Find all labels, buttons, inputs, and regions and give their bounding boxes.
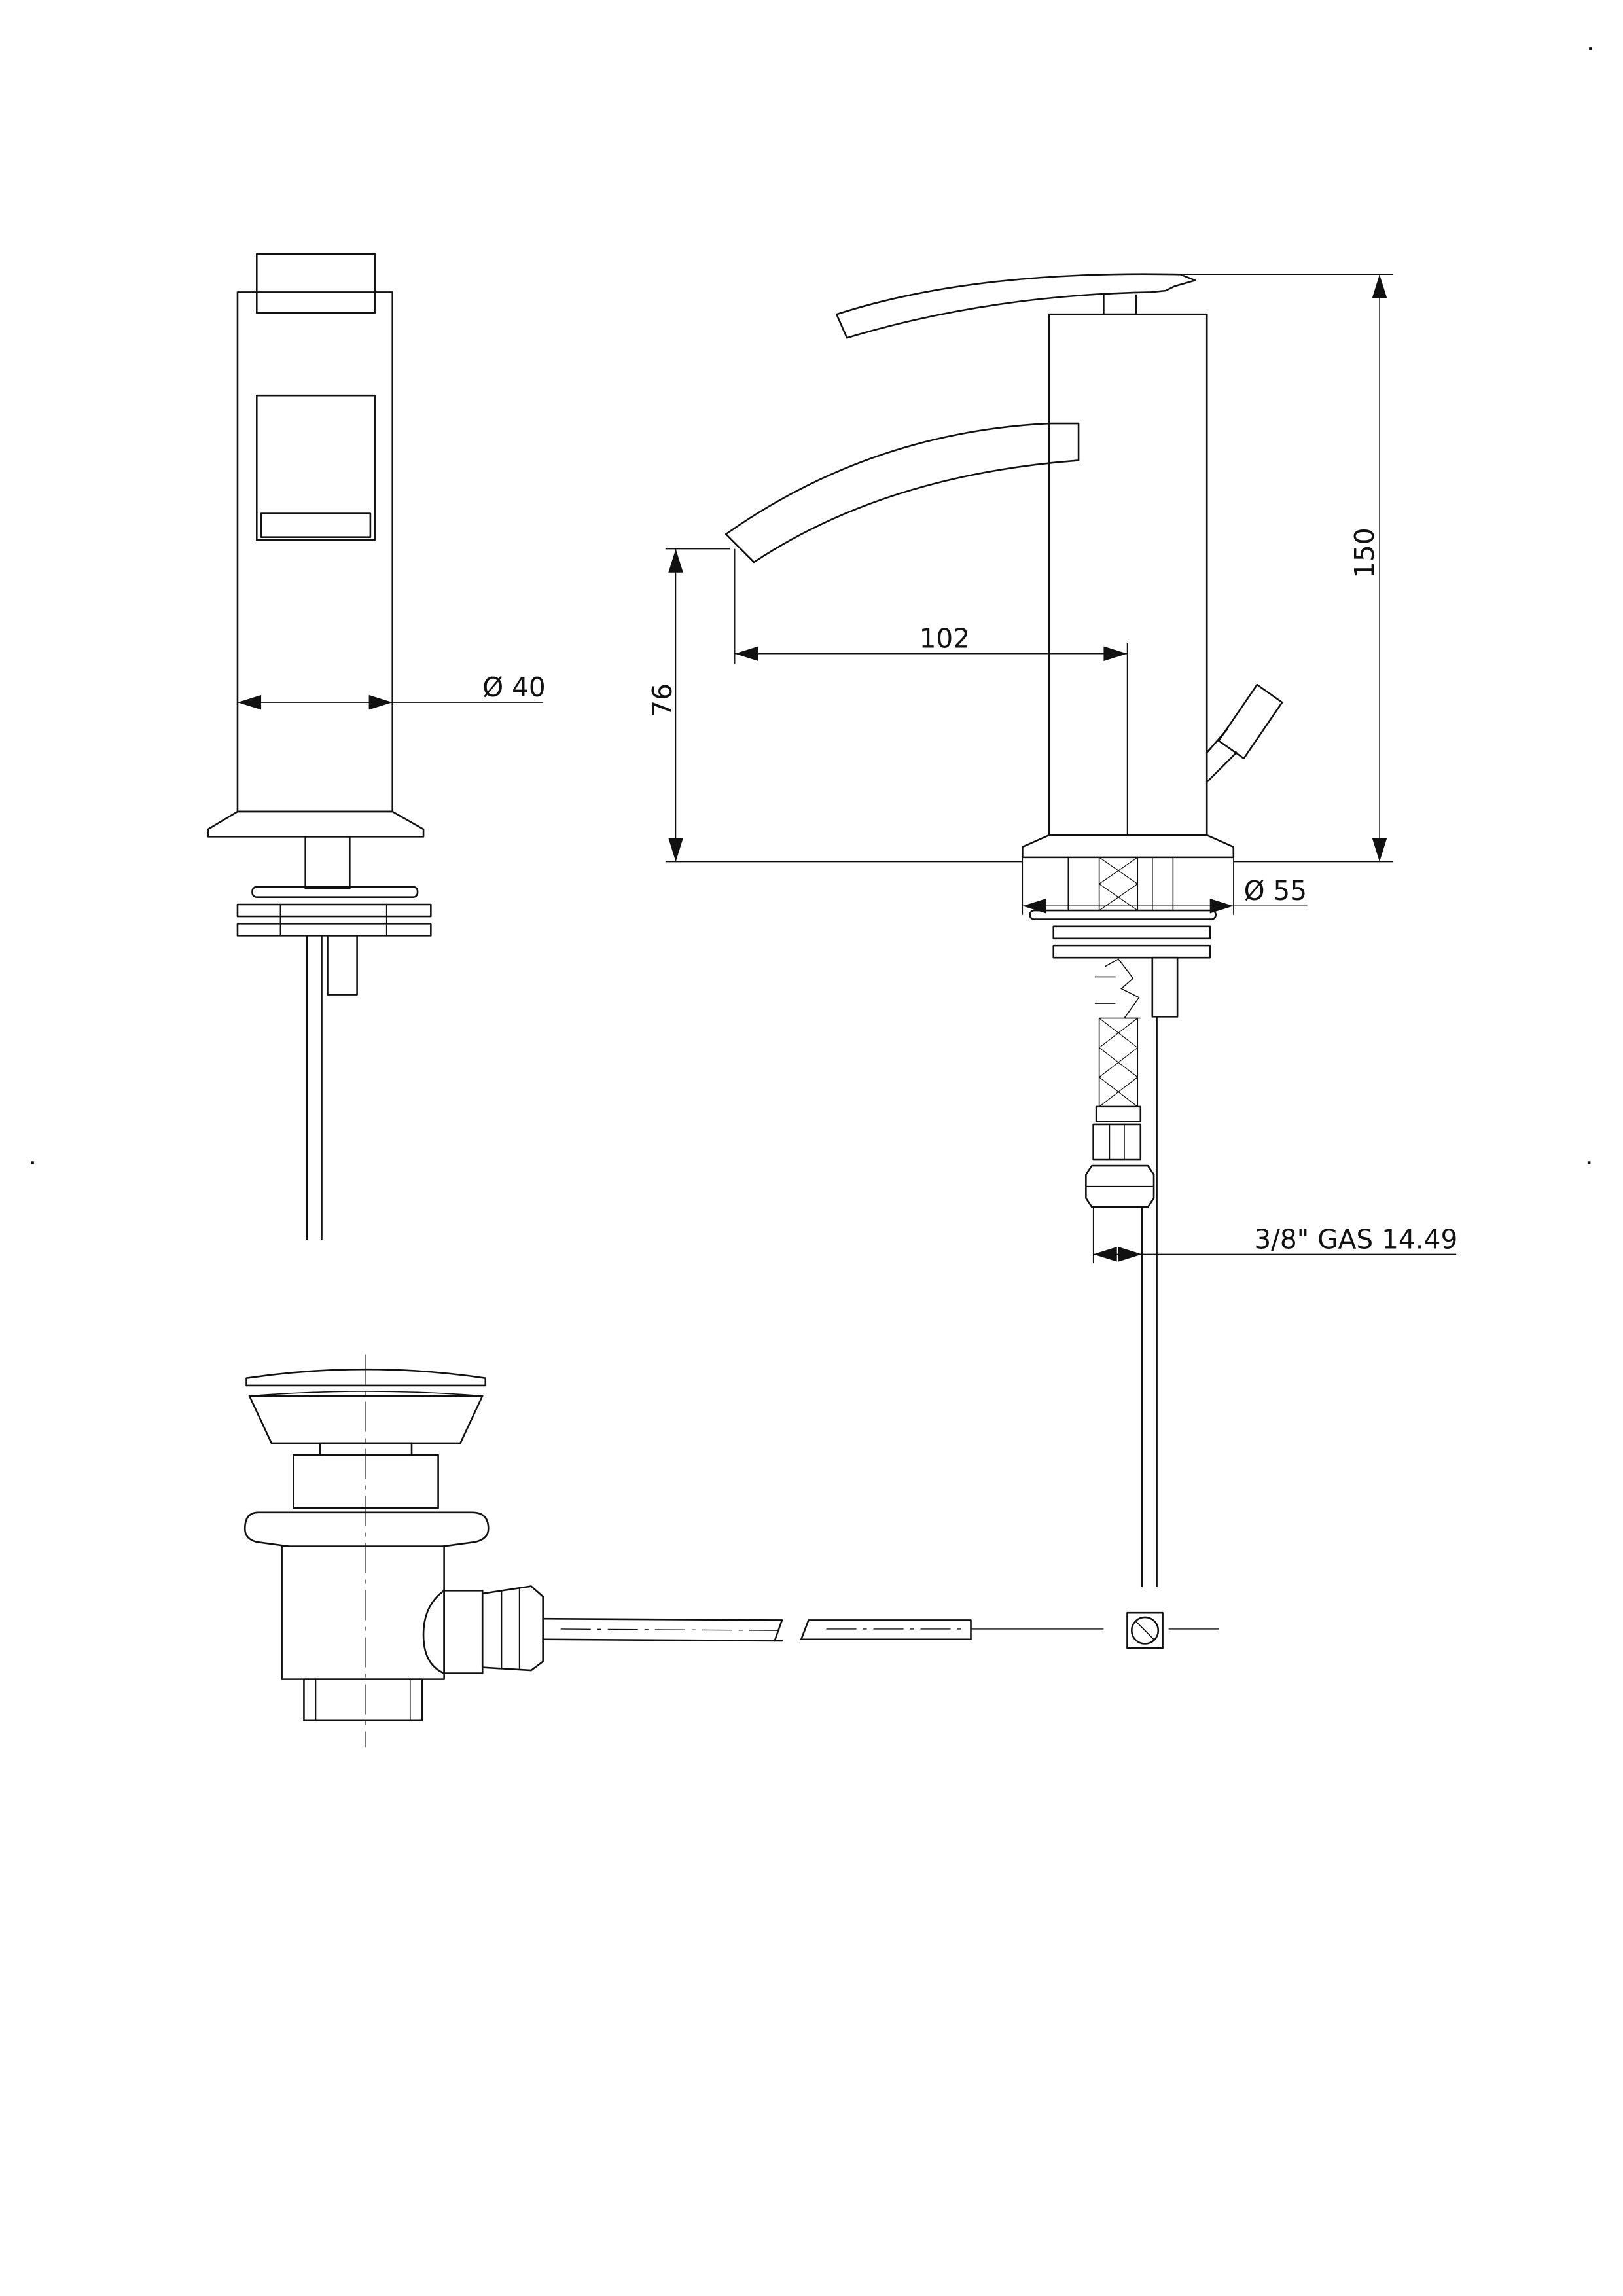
waste-thread (304, 1679, 421, 1721)
dim-label-d55: Ø 55 (1244, 875, 1307, 906)
tap-body (238, 292, 393, 812)
threaded-rod (328, 935, 357, 994)
registration-marks (31, 47, 1592, 1164)
lever-cap (257, 254, 374, 313)
dim-label-150: 150 (1349, 528, 1380, 578)
front-plate-strip (261, 514, 370, 537)
side-knob (1219, 685, 1282, 759)
front-view: Ø 40 (208, 254, 546, 1240)
dim-label-connection: 3/8" GAS 14.49 (1254, 1223, 1457, 1255)
waste-flange-nut (245, 1513, 488, 1547)
hex-nut (1086, 1166, 1154, 1207)
braided-hose-top (1099, 857, 1138, 910)
base-flange (208, 812, 423, 836)
waste-outlet (444, 1590, 483, 1673)
washer-1 (253, 887, 418, 897)
side-washer-1 (1030, 910, 1216, 920)
side-view: 150 76 102 Ø 55 3/8" GAS 14.49 (647, 274, 1457, 1587)
washer-3 (238, 924, 431, 935)
popup-waste (245, 1355, 1219, 1748)
washer-2 (238, 905, 431, 916)
lever-neck (1103, 295, 1136, 314)
ferrule (1094, 1124, 1141, 1160)
dim-label-76: 76 (647, 683, 678, 717)
waste-cap (247, 1369, 486, 1386)
pull-rod-segment (801, 1620, 971, 1639)
clamp-screw (1127, 1613, 1162, 1648)
side-washer-3 (1054, 946, 1210, 958)
waste-cone (249, 1396, 482, 1443)
side-body (1049, 314, 1207, 835)
top-lever (836, 274, 1195, 338)
dim-label-102: 102 (919, 623, 970, 655)
shank (306, 836, 350, 888)
spout (726, 423, 1079, 562)
break-symbol (1105, 959, 1141, 1018)
side-base-flange (1022, 835, 1233, 857)
waste-collar (482, 1587, 543, 1671)
side-threaded-rod (1152, 958, 1177, 1016)
side-washer-2 (1054, 927, 1210, 939)
waste-body (282, 1547, 444, 1679)
front-plate (257, 395, 374, 540)
dim-label-d40: Ø 40 (482, 672, 545, 703)
